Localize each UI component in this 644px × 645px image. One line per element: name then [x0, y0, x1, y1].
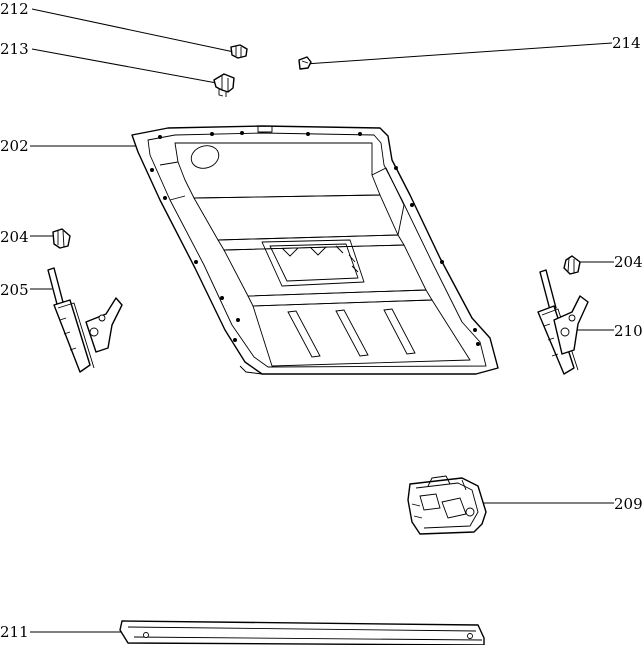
part-211-bottom-rail: [119, 620, 485, 645]
label-204-left: 204: [0, 228, 29, 246]
part-204-right-clip: [563, 255, 581, 275]
part-212-clip: [230, 44, 248, 59]
part-209-door-lock: [407, 475, 487, 535]
part-214-bracket: [298, 56, 312, 70]
leader-212: [31, 8, 235, 53]
leader-214: [304, 42, 613, 65]
label-202: 202: [0, 137, 29, 155]
label-204-right: 204: [614, 253, 643, 271]
label-212: 212: [0, 0, 29, 18]
part-213-latch: [213, 73, 235, 97]
label-210: 210: [614, 322, 643, 340]
part-202-inner-door-panel: [131, 125, 499, 375]
part-205-left-hinge: [47, 267, 123, 373]
leader-213: [31, 48, 223, 85]
part-204-left-clip: [52, 228, 71, 249]
label-211: 211: [0, 623, 29, 641]
label-213: 213: [0, 40, 29, 58]
label-214: 214: [612, 34, 641, 52]
label-209: 209: [614, 495, 643, 513]
leader-lines: [30, 8, 614, 633]
label-205: 205: [0, 281, 29, 299]
part-210-right-hinge: [537, 269, 589, 375]
